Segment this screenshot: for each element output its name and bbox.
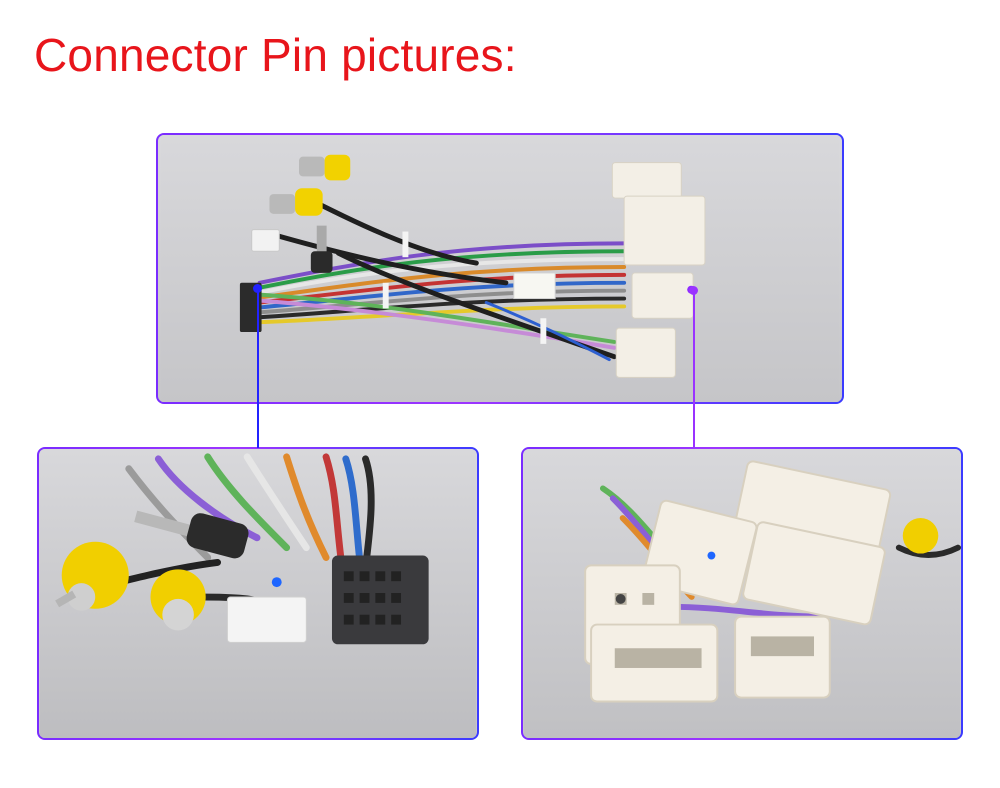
harness-overview-photo	[156, 133, 844, 404]
harness-overview-illustration	[161, 135, 839, 402]
white-connectors-illustration	[524, 449, 961, 738]
right-pointer-line	[693, 290, 695, 448]
rca-plug-icon	[269, 154, 351, 216]
page-title: Connector Pin pictures:	[34, 29, 517, 81]
rca-and-radio-plug-photo	[37, 447, 479, 740]
left-pointer-line	[257, 288, 259, 448]
rca-closeup-illustration	[40, 449, 476, 738]
left-pointer-dot	[253, 284, 262, 293]
right-pointer-dot	[689, 286, 698, 295]
vehicle-connectors-photo	[521, 447, 963, 740]
